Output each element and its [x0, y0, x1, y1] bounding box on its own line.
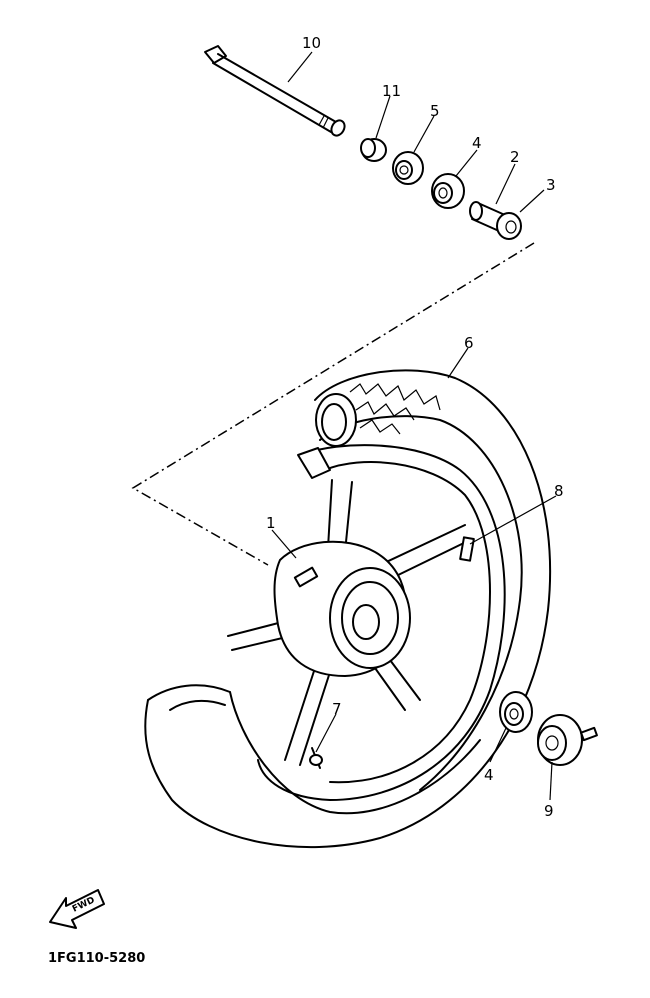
balance-weight: [459, 536, 475, 562]
rim: [257, 444, 506, 801]
spacer: [469, 201, 522, 240]
callouts: 10 11 5 4 2 3 6 1 8 7 4 9: [266, 34, 564, 820]
callout-9: 9: [544, 802, 554, 820]
callout-1: 1: [266, 514, 276, 532]
oil-seal: [392, 151, 424, 185]
collar: [360, 138, 387, 162]
alignment-lines: [131, 242, 535, 566]
hub-assembly: [227, 479, 471, 766]
callout-3: 3: [546, 176, 556, 194]
callout-2: 2: [510, 148, 520, 166]
tire: [144, 369, 552, 848]
callout-10: 10: [302, 34, 321, 52]
callout-8: 8: [554, 482, 564, 500]
bearing-lower: [499, 691, 533, 733]
part-code: 1FG110-5280: [48, 951, 145, 966]
callout-11: 11: [382, 82, 401, 100]
axle: [204, 45, 346, 137]
callout-4-top: 4: [472, 134, 482, 152]
callout-5: 5: [430, 102, 440, 120]
callout-6: 6: [464, 334, 474, 352]
bearing-top: [431, 173, 465, 209]
meter-gear: [537, 714, 598, 766]
callout-7: 7: [332, 700, 342, 718]
fwd-arrow: FWD: [49, 889, 105, 929]
valve: [309, 747, 323, 769]
callout-4-lower: 4: [484, 766, 494, 784]
leader-lines: [271, 51, 557, 801]
